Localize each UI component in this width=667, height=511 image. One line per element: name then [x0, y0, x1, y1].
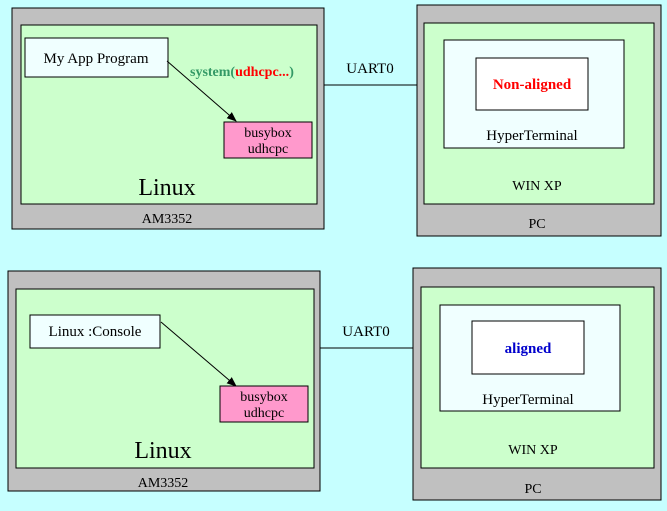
top-am3352-device: My App Program system(udhcpc...) busybox… [11, 7, 325, 230]
bottom-os-label: Linux [134, 438, 191, 464]
top-device-label: AM3352 [142, 212, 193, 227]
bottom-am3352-device: Linux :Console busybox udhcpc Linux AM33… [7, 270, 321, 492]
top-pc-device-label: PC [528, 217, 545, 232]
top-busybox-box [223, 121, 313, 159]
top-app-box-label: My App Program [44, 51, 149, 67]
top-busybox-line1: busybox [244, 126, 291, 141]
top-call-suffix: ) [289, 65, 294, 80]
bottom-device-label: AM3352 [138, 476, 189, 491]
bottom-section: Linux :Console busybox udhcpc Linux AM33… [7, 267, 662, 501]
bottom-call-arrow [160, 321, 237, 387]
top-status-box [475, 57, 589, 111]
top-status-label: Non-aligned [493, 77, 572, 93]
bottom-console-box-label: Linux :Console [49, 324, 142, 340]
top-os-label: Linux [138, 175, 195, 201]
bottom-console-box [29, 314, 161, 349]
top-call-prefix: system( [190, 65, 235, 80]
bottom-busybox-line1: busybox [240, 390, 287, 405]
top-section: My App Program system(udhcpc...) busybox… [11, 4, 662, 237]
top-app-box [24, 37, 169, 78]
top-pc-device: Non-aligned HyperTerminal WIN XP PC [416, 4, 662, 237]
bottom-uart-label: UART0 [342, 324, 389, 340]
top-busybox-line2: udhcpc [248, 142, 288, 157]
top-call-arg: udhcpc... [235, 65, 289, 80]
bottom-pc-device-label: PC [524, 482, 541, 497]
bottom-busybox-box [219, 385, 309, 423]
top-call-arrow [166, 60, 237, 122]
bottom-terminal-label: HyperTerminal [482, 392, 573, 408]
top-terminal-label: HyperTerminal [486, 128, 577, 144]
bottom-busybox-line2: udhcpc [244, 406, 284, 421]
top-system-call-label: system(udhcpc...) [190, 65, 294, 80]
bottom-status-label: aligned [505, 341, 552, 357]
top-uart-label: UART0 [346, 61, 393, 77]
top-pc-os-label: WIN XP [512, 179, 562, 194]
bottom-pc-os-label: WIN XP [508, 443, 558, 458]
bottom-pc-device: aligned HyperTerminal WIN XP PC [412, 267, 662, 501]
bottom-status-box [471, 320, 585, 375]
